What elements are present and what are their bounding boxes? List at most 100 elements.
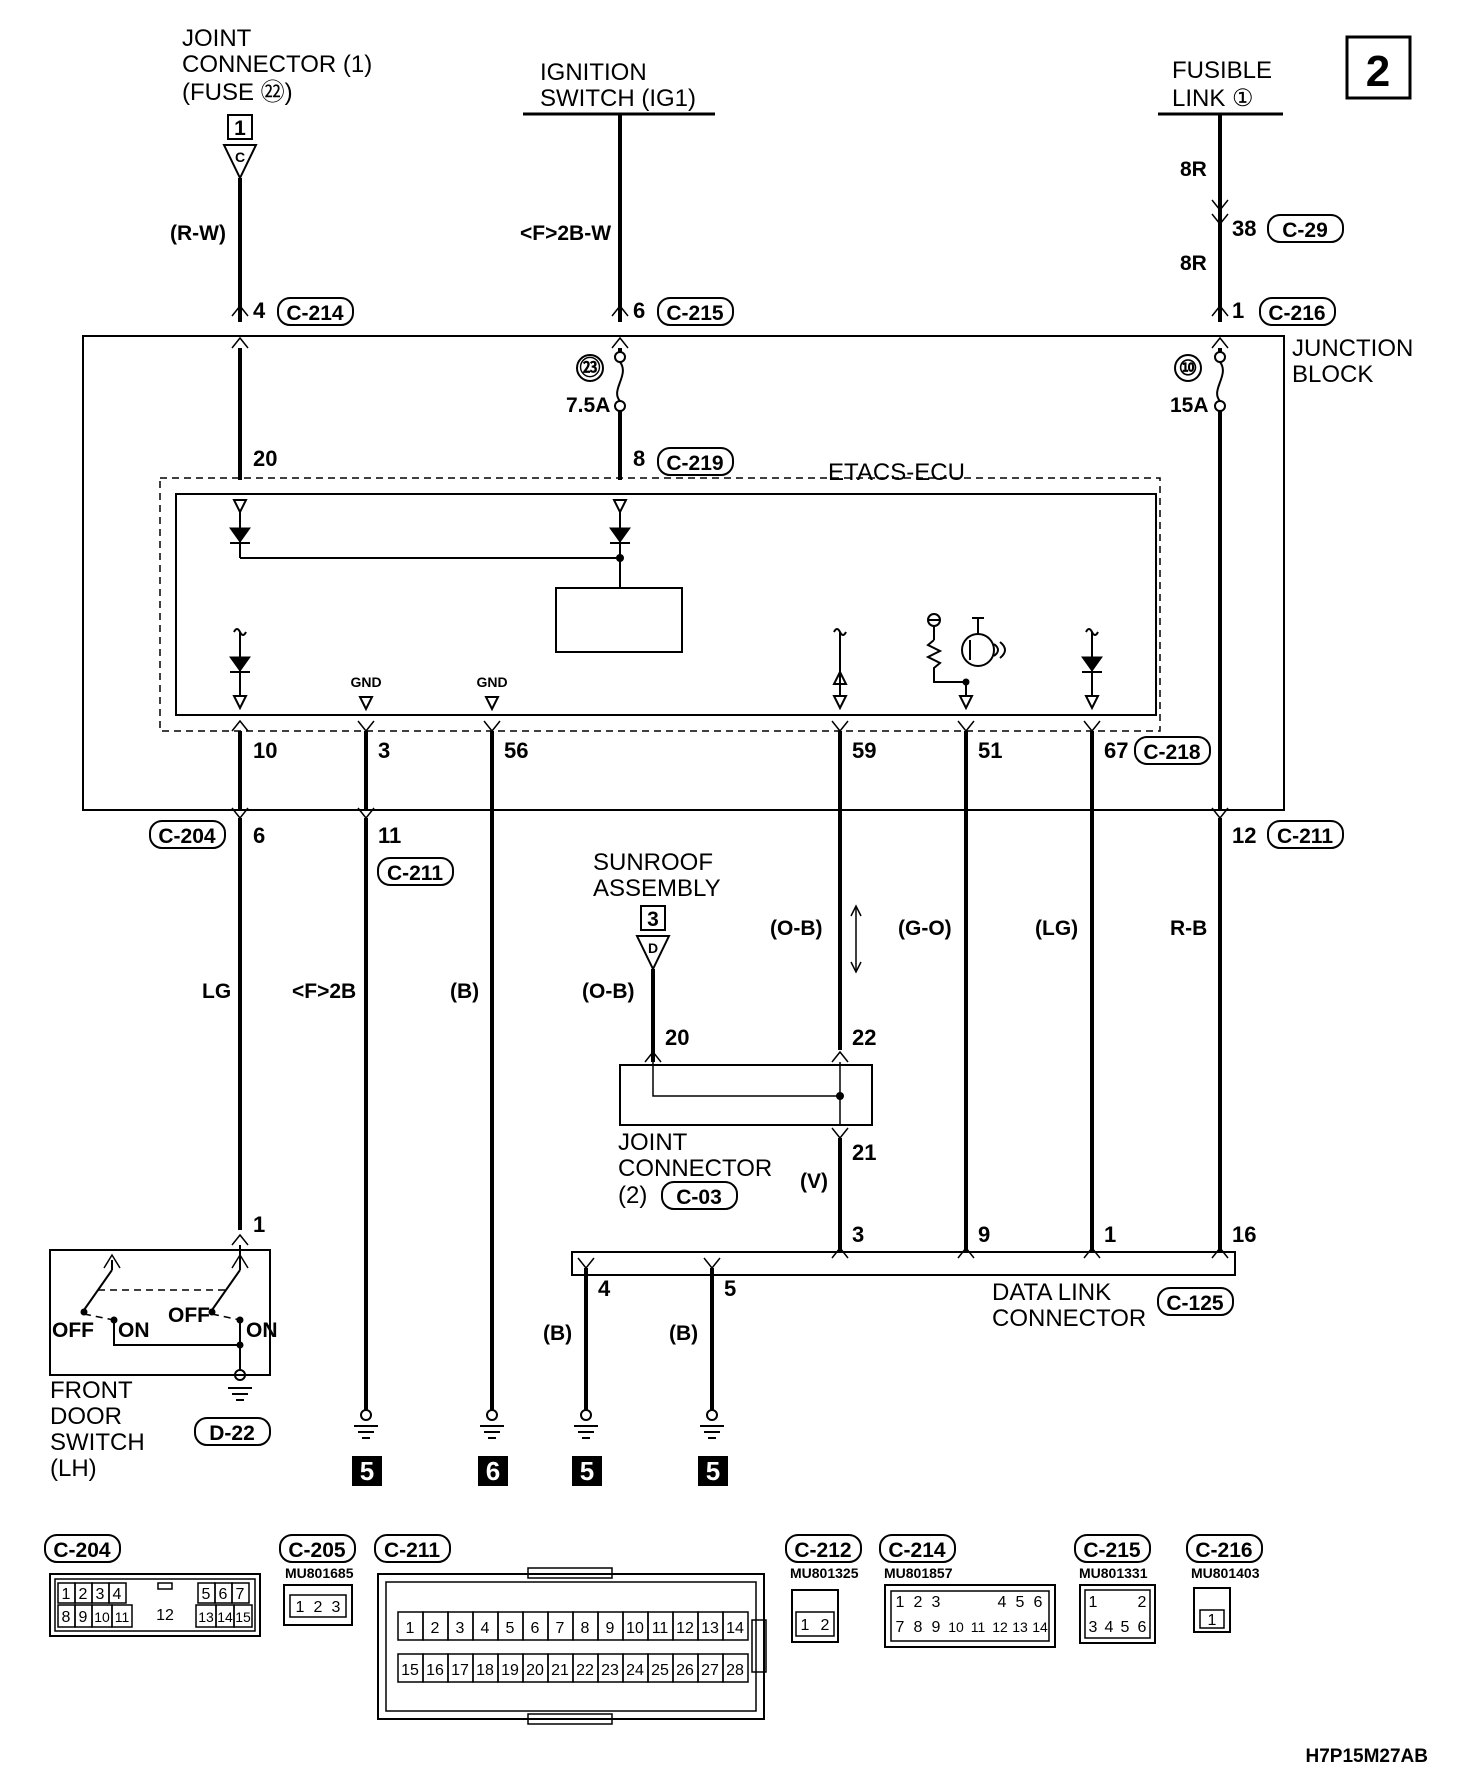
- cv-c211-id: C-211: [384, 1539, 440, 1562]
- fds-off-2: OFF: [168, 1304, 210, 1327]
- fds-line-1: FRONT: [50, 1377, 133, 1404]
- svg-text:9: 9: [79, 1609, 88, 1626]
- svg-text:5: 5: [202, 1586, 211, 1603]
- wire-go: (G-O): [898, 917, 952, 940]
- ground-icon: 5: [572, 1409, 602, 1486]
- dlc-line-1: DATA LINK: [992, 1279, 1111, 1306]
- svg-text:14: 14: [1032, 1619, 1048, 1635]
- wire-lg: LG: [202, 980, 231, 1003]
- svg-text:2: 2: [914, 1594, 923, 1611]
- svg-text:20: 20: [526, 1662, 544, 1679]
- cv-c212-part: MU801325: [790, 1565, 859, 1581]
- fds-on-2: ON: [246, 1319, 278, 1342]
- svg-text:18: 18: [476, 1662, 494, 1679]
- ign-line-2: SWITCH (IG1): [540, 85, 696, 112]
- svg-text:2: 2: [1138, 1594, 1147, 1611]
- joint-connector-2-box: [619, 1064, 873, 1126]
- pin-16d: 16: [1232, 1222, 1256, 1247]
- svg-text:1: 1: [62, 1586, 71, 1603]
- wire-f2bw: <F>2B-W: [520, 222, 611, 245]
- connector-view-c216: C-216 MU801403 1: [1186, 1534, 1263, 1633]
- ground-ref-1: 5: [360, 1456, 374, 1486]
- fds-line-2: DOOR: [50, 1403, 122, 1430]
- svg-text:8: 8: [914, 1619, 923, 1636]
- etacs-ecu-label: ETACS-ECU: [828, 459, 965, 486]
- jc2-line-3: (2): [618, 1182, 647, 1209]
- pin-10: 10: [253, 738, 277, 763]
- jb-line-1: JUNCTION: [1292, 335, 1413, 362]
- pin-4d: 4: [598, 1276, 611, 1301]
- svg-text:5: 5: [1121, 1619, 1130, 1636]
- pin-5d: 5: [724, 1276, 736, 1301]
- svg-text:14: 14: [726, 1620, 744, 1637]
- svg-text:14: 14: [217, 1609, 233, 1625]
- svg-text:3: 3: [932, 1594, 941, 1611]
- cv-c204-id: C-204: [53, 1539, 111, 1562]
- power-supply-box: [555, 587, 683, 653]
- cv-c205-id: C-205: [288, 1539, 346, 1562]
- cv-c211-row-2: 15 16 17 18 19 20 21 22 23 24 25 26 27 2…: [397, 1653, 749, 1683]
- wire-rb: R-B: [1170, 917, 1207, 940]
- ground-icon: 5: [352, 1409, 382, 1486]
- cv-c204-cells: 1 2 3 4 5 6 7 8 9 10 11 12 13 14 15: [57, 1582, 253, 1628]
- conn-c214: C-214: [286, 302, 344, 325]
- pin-4: 4: [253, 298, 266, 323]
- pin-3d: 3: [852, 1222, 864, 1247]
- svg-text:1: 1: [801, 1617, 810, 1634]
- connector-view-c215: C-215 MU801331 1 2 3 4 5 6: [1074, 1534, 1156, 1644]
- pin-21j: 21: [852, 1140, 876, 1165]
- fds-on-1: ON: [118, 1319, 150, 1342]
- conn-c204: C-204: [158, 825, 216, 848]
- svg-text:7: 7: [556, 1620, 565, 1637]
- wire-v: (V): [800, 1170, 828, 1193]
- cv-c205-part: MU801685: [285, 1565, 354, 1581]
- ground-icon: 5: [698, 1409, 728, 1486]
- conn-c125: C-125: [1166, 1292, 1224, 1315]
- connector-view-c204: C-204 1 2 3 4 5 6 7 8 9 10 11 12 13 14 1…: [44, 1534, 261, 1637]
- ign-line-1: IGNITION: [540, 59, 647, 86]
- svg-text:24: 24: [626, 1662, 644, 1679]
- svg-text:13: 13: [198, 1609, 214, 1625]
- svg-text:8: 8: [581, 1620, 590, 1637]
- ground-ref-3: 5: [580, 1456, 594, 1486]
- svg-text:11: 11: [971, 1619, 986, 1635]
- svg-text:1: 1: [296, 1599, 305, 1616]
- fds-off-1: OFF: [52, 1319, 94, 1342]
- figure-code: H7P15M27AB: [1306, 1746, 1429, 1767]
- wire-8r-a: 8R: [1180, 158, 1207, 181]
- cv-c214-part: MU801857: [884, 1565, 953, 1581]
- svg-text:17: 17: [451, 1662, 469, 1679]
- conn-c211-a: C-211: [387, 862, 443, 885]
- pin-8: 8: [633, 446, 645, 471]
- jc1-line-2: CONNECTOR (1): [182, 51, 372, 78]
- svg-text:10: 10: [626, 1620, 644, 1637]
- pin-51: 51: [978, 738, 1002, 763]
- svg-text:3: 3: [332, 1599, 341, 1616]
- svg-text:11: 11: [652, 1620, 669, 1637]
- svg-text:1: 1: [1089, 1594, 1098, 1611]
- pin-67: 67: [1104, 738, 1128, 763]
- gnd-56: GND: [476, 674, 507, 690]
- wire-ob-sunroof: (O-B): [582, 980, 634, 1003]
- dlc-line-2: CONNECTOR: [992, 1305, 1146, 1332]
- svg-text:15: 15: [235, 1609, 251, 1625]
- jc1-line-1: JOINT: [182, 25, 252, 52]
- svg-text:21: 21: [551, 1662, 569, 1679]
- pin-6b: 6: [253, 823, 265, 848]
- conn-c218: C-218: [1143, 741, 1201, 764]
- connector-view-c212: C-212 MU801325 1 2: [785, 1534, 862, 1643]
- svg-text:1: 1: [1208, 1612, 1217, 1629]
- svg-text:11: 11: [115, 1609, 130, 1625]
- ground-ref-2: 6: [486, 1456, 500, 1486]
- junction-block-box: [82, 335, 1285, 811]
- fuse-10-number: ⑩: [1179, 357, 1198, 380]
- svg-text:28: 28: [726, 1662, 744, 1679]
- jc1-ref: 1: [234, 117, 246, 140]
- ground-ref-4: 5: [706, 1456, 720, 1486]
- fl-line-2: LINK ①: [1172, 85, 1254, 112]
- connector-view-c214: C-214 MU801857 1 2 3 4 5 6 7 8 9 10 11 1…: [879, 1534, 1056, 1648]
- ground-icon: 6: [478, 1409, 508, 1486]
- pin-12: 12: [1232, 823, 1256, 848]
- conn-c216: C-216: [1268, 302, 1325, 325]
